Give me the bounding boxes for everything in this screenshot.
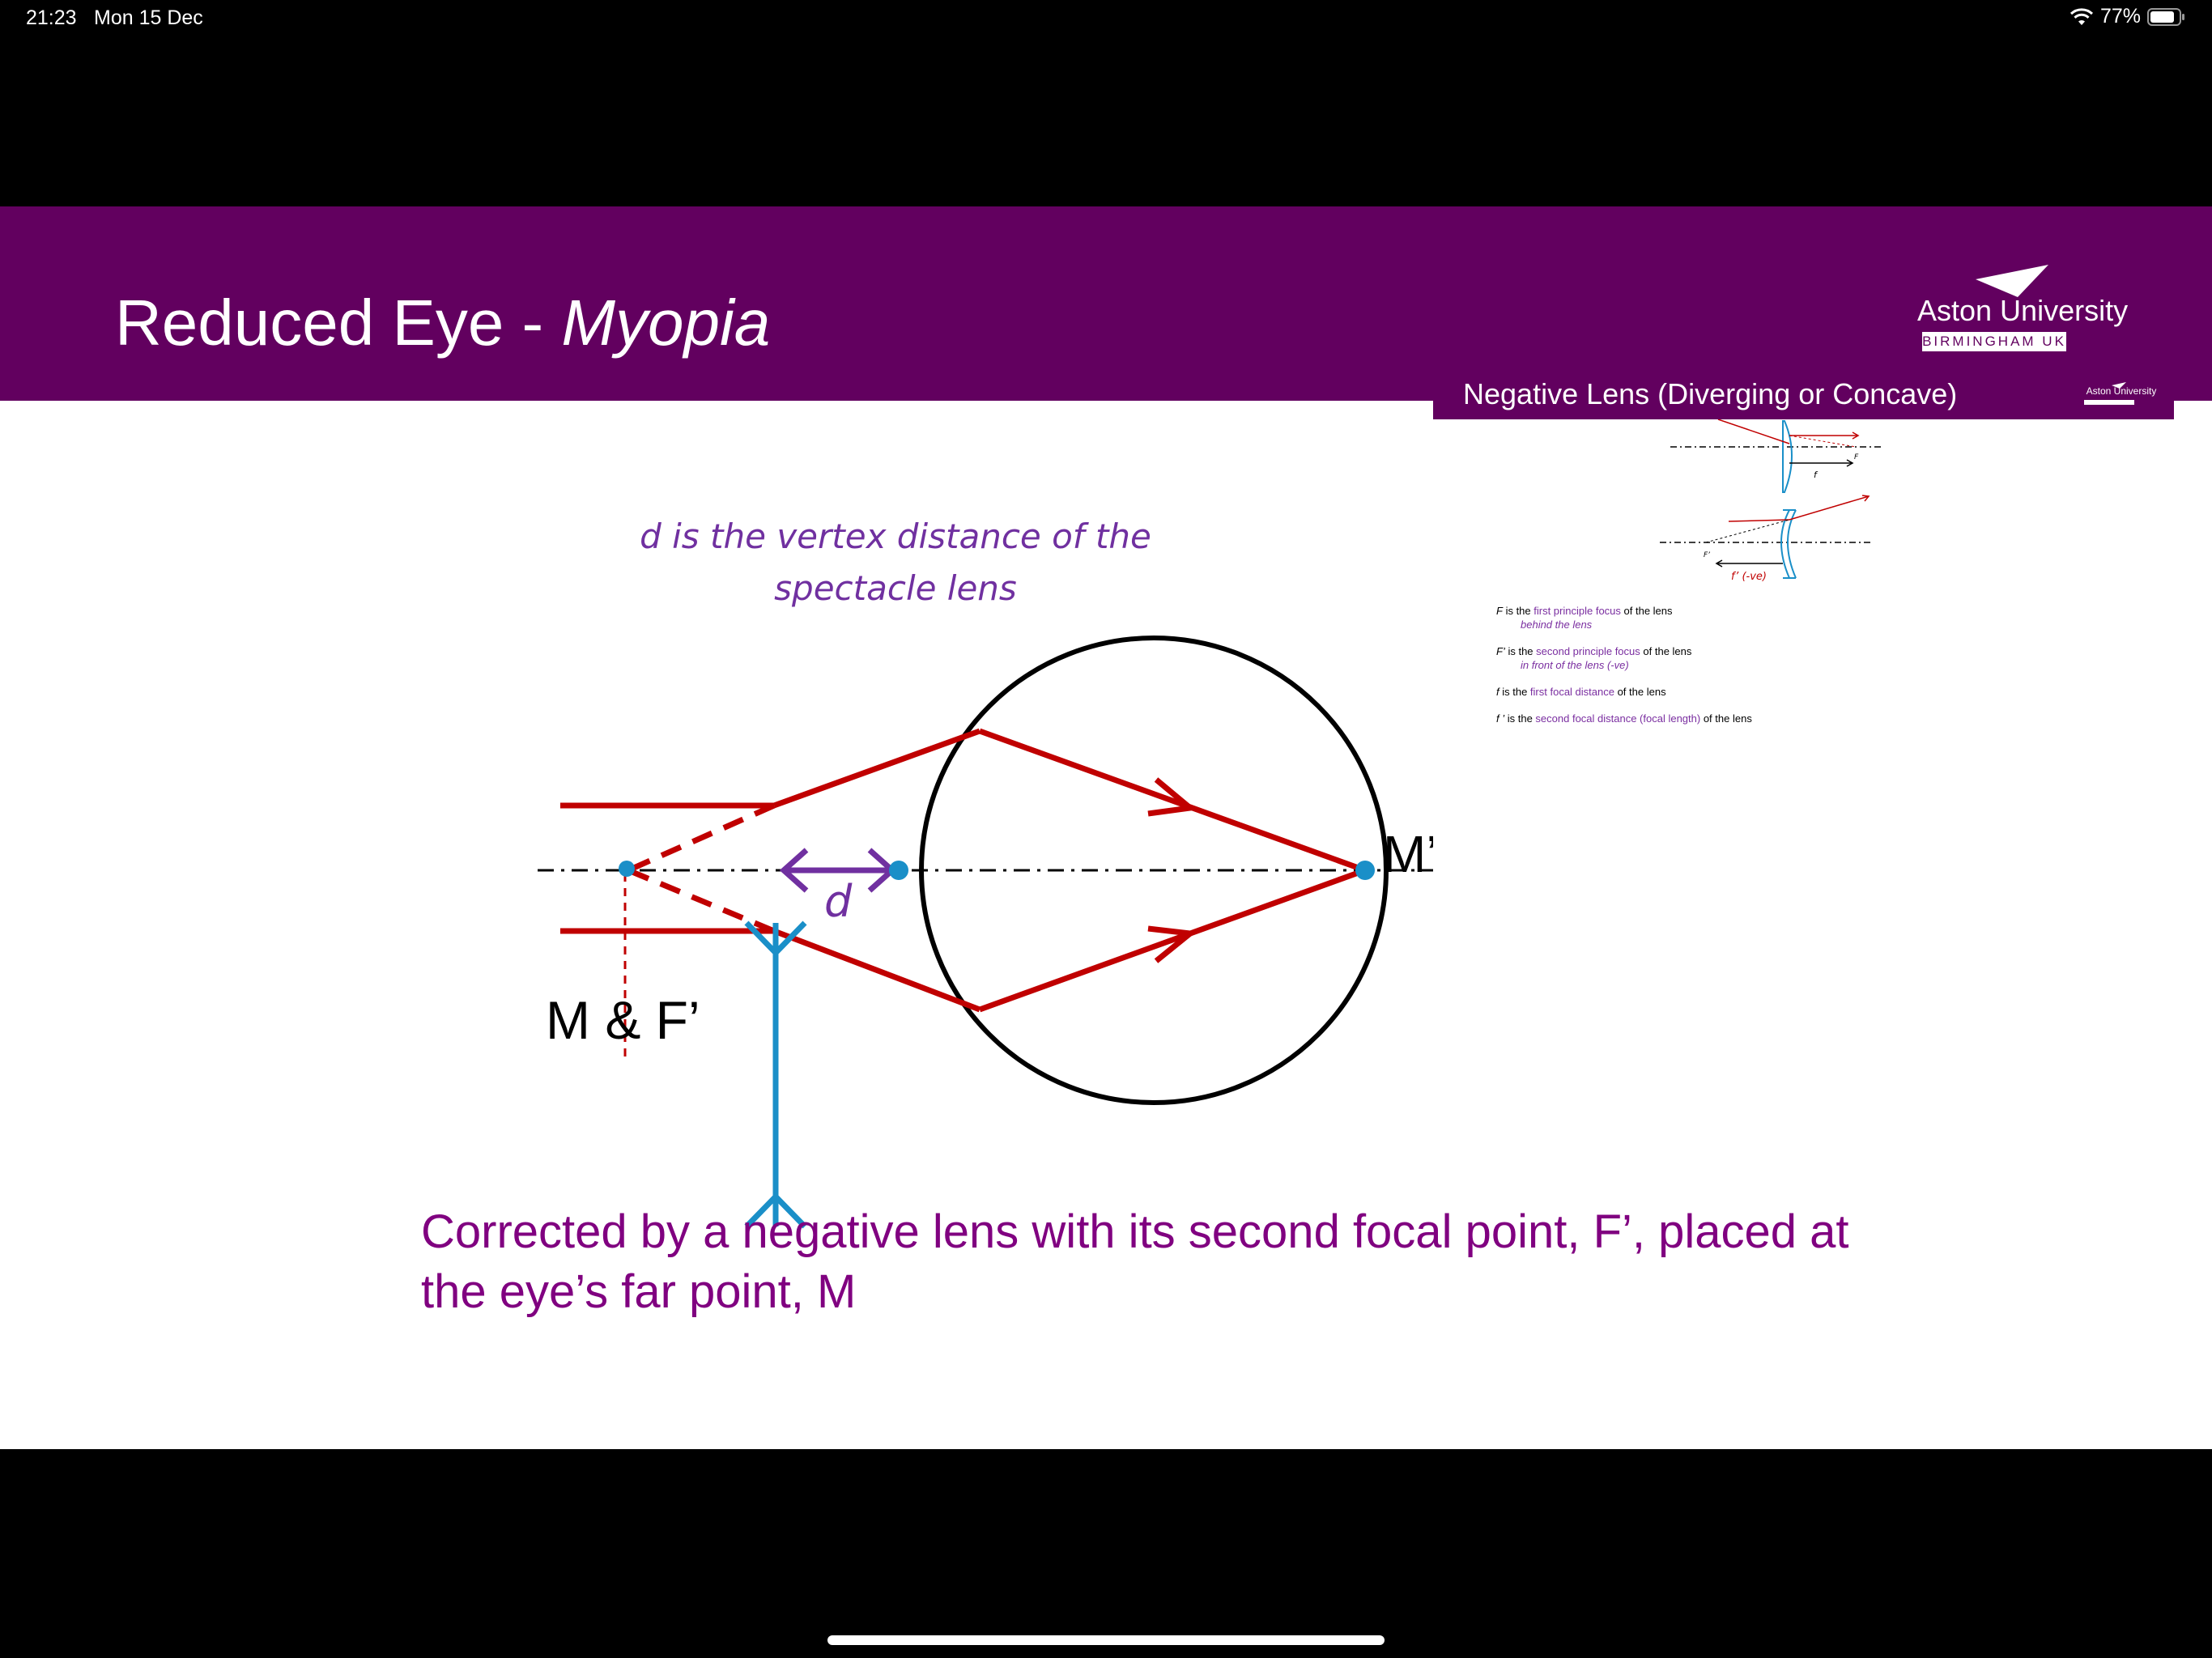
reduced-eye-diagram (538, 636, 1575, 1229)
distance-label: d (824, 876, 853, 927)
slide-title-italic: Myopia (561, 287, 771, 359)
status-bar: 21:23 Mon 15 Dec 77% (0, 0, 2212, 39)
thumbnail-note: f ’ is the second focal distance (focal … (1496, 712, 1752, 725)
thumbnail-logo-triangle-icon (2112, 382, 2126, 389)
refracted-ray-top (978, 728, 1367, 874)
lens-bottom-tip (744, 1192, 807, 1229)
logo-subtitle: BIRMINGHAM UK (1922, 332, 2066, 351)
ray-arrow-bottom (1147, 925, 1197, 963)
thumbnail-logo-bar (2084, 400, 2134, 405)
far-point-dot (619, 861, 635, 877)
slide-header: Reduced Eye - Myopia Aston University BI… (0, 206, 2212, 401)
diverged-ray-top (772, 728, 981, 809)
diverged-ray-bottom (772, 928, 981, 1013)
slide-title-plain: Reduced Eye - (115, 287, 562, 359)
ray-arrow-top (1147, 777, 1197, 817)
battery-percent: 77% (2099, 5, 2141, 28)
status-time: 21:23 (26, 6, 77, 29)
thumbnail-logo: Aston University (2081, 382, 2162, 411)
home-indicator[interactable] (827, 1635, 1385, 1645)
thumb-label-F: F (1854, 453, 1859, 461)
eye-circle (919, 636, 1389, 1105)
correction-text: Corrected by a negative lens with its se… (421, 1205, 1849, 1318)
vertex-distance-caption: d is the vertex distance of the spectacl… (640, 517, 1151, 608)
logo-triangle-icon (1976, 265, 2048, 297)
retina-point-dot (1355, 861, 1375, 880)
thumb-label-f-prime: f’ (-ve) (1731, 571, 1767, 583)
status-right: 77% (2069, 5, 2186, 28)
negative-lens-thumbnail: Negative Lens (Diverging or Concave) Ast… (1433, 371, 2174, 970)
thumbnail-note: F is the first principle focus of the le… (1496, 605, 1673, 631)
wifi-icon (2069, 7, 2093, 25)
slide: Reduced Eye - Myopia Aston University BI… (0, 206, 2212, 1449)
virtual-ray-top (627, 802, 776, 874)
thumb-label-F-prime: F’ (1704, 551, 1710, 559)
thumbnail-note: F’ is the second principle focus of the … (1496, 645, 1692, 671)
thumbnail-note: f is the first focal distance of the len… (1496, 686, 1666, 698)
battery-icon (2147, 7, 2184, 26)
slide-title: Reduced Eye - Myopia (115, 286, 770, 360)
refracted-ray-bottom (978, 867, 1367, 1013)
thumbnail-notes: F is the first principle focus of the le… (1496, 604, 1752, 738)
thumbnail-title: Negative Lens (Diverging or Concave) (1463, 377, 1958, 410)
aston-logo: Aston University BIRMINGHAM UK (1917, 265, 2128, 354)
retina-point-label: M’ (1383, 825, 1438, 883)
thumb-label-f: f (1814, 470, 1819, 480)
vertex-arrow-left-head (779, 848, 809, 893)
virtual-ray-bottom (627, 867, 776, 934)
lens-top-tip (744, 920, 807, 958)
cornea-vertex-dot (889, 861, 908, 880)
status-date: Mon 15 Dec (94, 6, 203, 29)
thumbnail-logo-name: Aston University (2086, 385, 2157, 397)
thumbnail-lens-diagrams: F f F’ f’ (-ve) (1660, 419, 1882, 583)
logo-name: Aston University (1917, 294, 2129, 327)
thumbnail-header: Negative Lens (Diverging or Concave) Ast… (1433, 371, 2174, 419)
far-point-label: M & F’ (546, 990, 700, 1050)
